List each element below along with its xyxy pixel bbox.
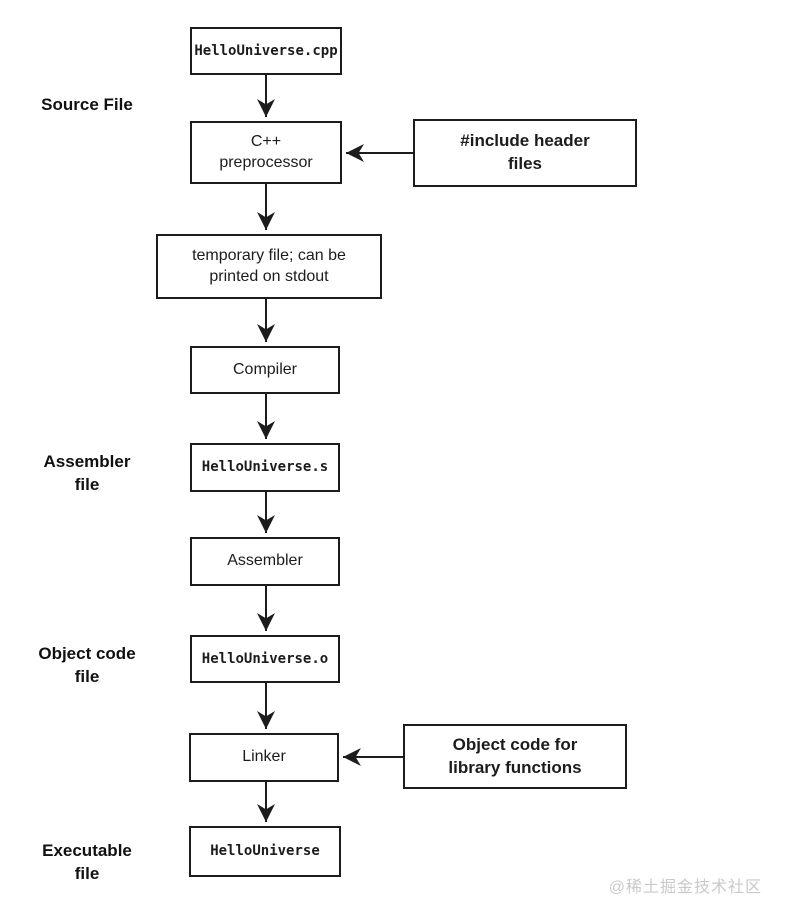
library-objects-box: Object code for library functions — [403, 724, 627, 789]
label-executable-file: Executable file — [42, 841, 132, 883]
preprocessor-box: C++ preprocessor — [190, 121, 342, 184]
object-code-file-box: HelloUniverse.o — [190, 635, 340, 683]
include-headers-box: #include header files — [413, 119, 637, 187]
assembler-box: Assembler — [190, 537, 340, 586]
label-assembler-file: Assembler file — [43, 452, 131, 494]
source-file-box: HelloUniverse.cpp — [190, 27, 342, 75]
label-object-code-file: Object code file — [38, 644, 136, 686]
label-source-file: Source File — [41, 95, 133, 114]
watermark-text: @稀土掘金技术社区 — [608, 879, 762, 896]
executable-file-box: HelloUniverse — [189, 826, 341, 877]
compiler-box: Compiler — [190, 346, 340, 394]
linker-box: Linker — [189, 733, 339, 782]
temporary-file-box: temporary file; can be printed on stdout — [156, 234, 382, 299]
assembler-file-box: HelloUniverse.s — [190, 443, 340, 492]
